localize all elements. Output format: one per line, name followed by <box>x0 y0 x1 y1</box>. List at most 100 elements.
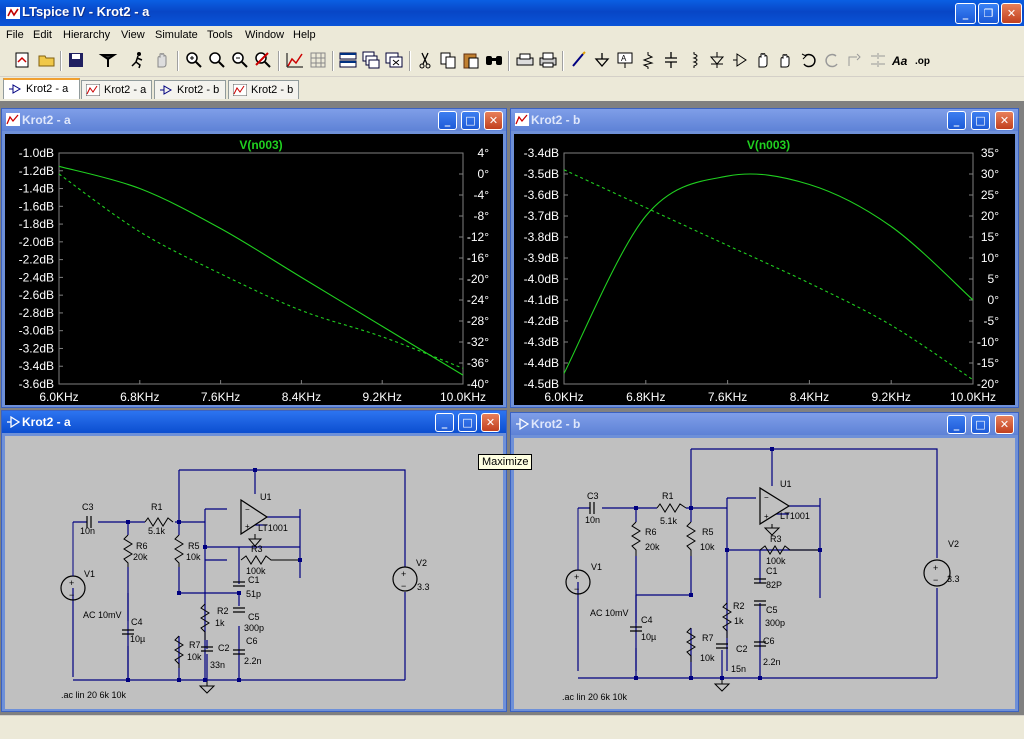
copy-icon[interactable] <box>438 50 458 70</box>
menu-help[interactable]: Help <box>293 29 316 41</box>
plot-b-trace-name[interactable]: V(n003) <box>747 138 790 152</box>
new-schematic-icon[interactable] <box>13 50 33 70</box>
mirror-icon[interactable] <box>868 50 888 70</box>
find-icon[interactable] <box>484 50 504 70</box>
plot-a-close-button[interactable]: ✕ <box>484 111 503 130</box>
toolbar-separator <box>562 51 564 71</box>
print-icon[interactable] <box>538 50 558 70</box>
zoom-out-icon[interactable] <box>230 50 250 70</box>
halt-icon[interactable] <box>152 50 172 70</box>
rotate-icon[interactable] <box>845 50 865 70</box>
c6-value-label: 2.2n <box>244 656 262 666</box>
c3-ref-label: C3 <box>82 502 94 512</box>
plot-b-series-phase[interactable] <box>563 169 974 381</box>
ground-icon[interactable] <box>592 50 612 70</box>
autorange-icon[interactable] <box>285 50 305 70</box>
plot-a-right-tick-label: -4° <box>474 188 490 202</box>
plot-window-b[interactable]: Krot2 - b _ □ ✕ V(n003)-3.4dB-3.5dB-3.6d… <box>510 108 1019 408</box>
plot-a-pane[interactable]: V(n003)-1.0dB-1.2dB-1.4dB-1.6dB-1.8dB-2.… <box>5 134 503 405</box>
cut-icon[interactable] <box>415 50 435 70</box>
svg-text:−: − <box>401 581 406 591</box>
schematic-b-close-button[interactable]: ✕ <box>995 415 1014 434</box>
plot-window-a[interactable]: Krot2 - a _ □ ✕ V(n003)-1.0dB-1.2dB-1.4d… <box>1 108 507 408</box>
plot-b-close-button[interactable]: ✕ <box>995 111 1014 130</box>
plot-b-pane[interactable]: V(n003)-3.4dB-3.5dB-3.6dB-3.7dB-3.8dB-3.… <box>514 134 1015 405</box>
spice-directive-text[interactable]: .ac lin 20 6k 10k <box>562 692 628 702</box>
plot-a-chart: V(n003)-1.0dB-1.2dB-1.4dB-1.6dB-1.8dB-2.… <box>19 138 490 404</box>
plot-a-left-tick-label: -2.8dB <box>19 306 54 320</box>
label-net-icon[interactable]: A <box>615 50 635 70</box>
plot-a-titlebar[interactable]: Krot2 - a _ □ ✕ <box>2 109 506 131</box>
menu-edit[interactable]: Edit <box>33 29 52 41</box>
drag-icon[interactable] <box>776 50 796 70</box>
plot-a-series-magnitude[interactable] <box>58 165 464 376</box>
paste-icon[interactable] <box>461 50 481 70</box>
zoom-pan-icon[interactable] <box>207 50 227 70</box>
schematic-a-title: Krot2 - a <box>22 415 71 429</box>
waveform-icon <box>6 113 20 126</box>
c2-value-label: 33n <box>210 660 225 670</box>
schematic-b-canvas[interactable]: C3 10n R1 5.1k R6 20k R5 10k − + U1 LT10… <box>514 438 1015 709</box>
restore-button[interactable]: ❐ <box>978 3 999 24</box>
plot-b-maximize-button[interactable]: □ <box>971 111 990 130</box>
menu-simulate[interactable]: Simulate <box>155 29 198 41</box>
schematic-b-maximize-button[interactable]: □ <box>971 415 990 434</box>
close-button[interactable]: ✕ <box>1001 3 1022 24</box>
plot-a-maximize-button[interactable]: □ <box>461 111 480 130</box>
spice-directive-text[interactable]: .ac lin 20 6k 10k <box>61 690 127 700</box>
schematic-b-minimize-button[interactable]: _ <box>947 415 966 434</box>
close-all-icon[interactable] <box>384 50 404 70</box>
resistor-icon[interactable] <box>638 50 658 70</box>
diode-icon[interactable] <box>707 50 727 70</box>
plot-a-series-phase[interactable] <box>58 173 464 369</box>
plot-b-series-magnitude[interactable] <box>563 173 974 374</box>
inductor-icon[interactable] <box>684 50 704 70</box>
tab-krot2-b-schematic[interactable]: Krot2 - b <box>154 80 226 99</box>
print-setup-icon[interactable] <box>515 50 535 70</box>
schematic-a-canvas[interactable]: C3 10n R1 5.1k R6 20k R5 10k − + U1 LT10 <box>5 436 503 709</box>
tile-horizontal-icon[interactable] <box>338 50 358 70</box>
menu-view[interactable]: View <box>121 29 145 41</box>
plot-a-left-tick-label: -2.2dB <box>19 253 54 267</box>
capacitor-icon[interactable] <box>661 50 681 70</box>
cascade-icon[interactable] <box>361 50 381 70</box>
plot-b-minimize-button[interactable]: _ <box>947 111 966 130</box>
redo-icon[interactable] <box>822 50 842 70</box>
menu-hierarchy[interactable]: Hierarchy <box>63 29 111 41</box>
draw-wire-icon[interactable] <box>569 50 589 70</box>
tab-krot2-a-schematic[interactable]: Krot2 - a <box>3 78 80 99</box>
spice-directive-icon[interactable]: .op <box>914 50 934 70</box>
schematic-a-close-button[interactable]: ✕ <box>481 413 500 432</box>
grid-icon[interactable] <box>308 50 328 70</box>
control-panel-icon[interactable] <box>98 50 118 70</box>
schematic-window-b[interactable]: Krot2 - b _ □ ✕ C3 10n <box>510 412 1019 712</box>
schematic-a-minimize-button[interactable]: _ <box>435 413 454 432</box>
component-icon[interactable] <box>730 50 750 70</box>
tab-krot2-a-plot[interactable]: Krot2 - a <box>81 80 152 99</box>
schematic-window-a[interactable]: Krot2 - a _ □ ✕ C3 10n <box>1 410 507 712</box>
svg-text:−: − <box>574 584 579 594</box>
menu-window[interactable]: Window <box>245 29 285 41</box>
plot-a-minimize-button[interactable]: _ <box>438 111 457 130</box>
move-icon[interactable] <box>753 50 773 70</box>
text-icon[interactable]: Aa <box>891 50 911 70</box>
schematic-a-titlebar[interactable]: Krot2 - a _ □ ✕ <box>2 411 506 433</box>
minimize-button[interactable]: _ <box>955 3 976 24</box>
run-icon[interactable] <box>128 50 148 70</box>
plot-b-left-tick-label: -4.4dB <box>524 356 559 370</box>
c2-ref-label: C2 <box>218 643 230 653</box>
save-icon[interactable] <box>66 50 86 70</box>
menu-file[interactable]: File <box>6 29 24 41</box>
open-icon[interactable] <box>37 50 57 70</box>
svg-text:+: + <box>574 572 579 582</box>
plot-b-titlebar[interactable]: Krot2 - b _ □ ✕ <box>511 109 1018 131</box>
plot-a-left-tick-label: -3.6dB <box>19 377 54 391</box>
undo-icon[interactable] <box>799 50 819 70</box>
zoom-in-icon[interactable] <box>184 50 204 70</box>
schematic-a-maximize-button[interactable]: □ <box>458 413 477 432</box>
menu-tools[interactable]: Tools <box>207 29 233 41</box>
tab-krot2-b-plot[interactable]: Krot2 - b <box>228 80 299 99</box>
plot-a-trace-name[interactable]: V(n003) <box>239 138 282 152</box>
schematic-b-titlebar[interactable]: Krot2 - b _ □ ✕ <box>511 413 1018 435</box>
zoom-cancel-icon[interactable] <box>253 50 273 70</box>
